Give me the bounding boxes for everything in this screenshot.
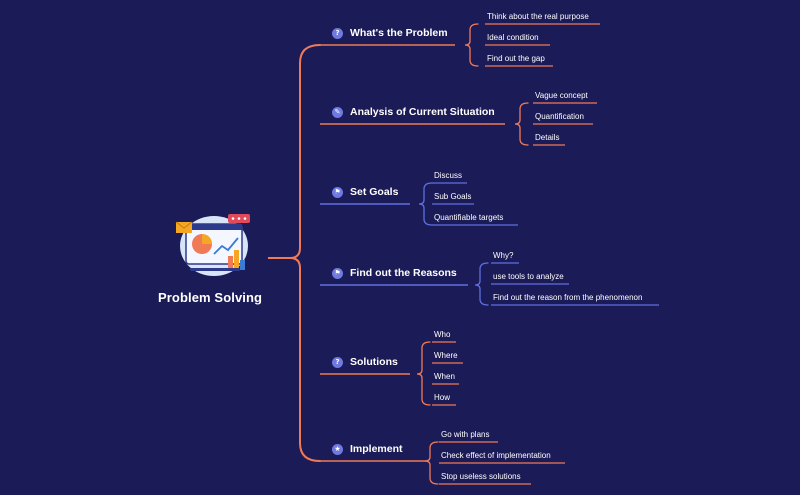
sub-brace bbox=[464, 23, 479, 67]
leaf-item[interactable]: How bbox=[434, 393, 451, 402]
sub-brace bbox=[418, 182, 433, 226]
leaf-item[interactable]: Think about the real purpose bbox=[487, 12, 589, 21]
branch-title[interactable]: What's the Problem bbox=[350, 27, 448, 39]
compass-icon: ✎ bbox=[332, 107, 343, 118]
leaf-item[interactable]: Discuss bbox=[434, 171, 463, 180]
flag-icon: ⚑ bbox=[332, 187, 343, 198]
leaf-item[interactable]: Details bbox=[535, 133, 560, 142]
leaf-item[interactable]: Who bbox=[434, 330, 451, 339]
branch-title[interactable]: Set Goals bbox=[350, 186, 399, 198]
question-icon: ? bbox=[332, 28, 343, 39]
leaf-item[interactable]: Stop useless solutions bbox=[441, 472, 521, 481]
leaf-item[interactable]: use tools to analyze bbox=[493, 272, 564, 281]
leaf-item[interactable]: Quantifiable targets bbox=[434, 213, 504, 222]
sub-brace bbox=[416, 341, 431, 406]
star-icon: ★ bbox=[332, 444, 343, 455]
sub-brace bbox=[424, 441, 439, 485]
branch-title[interactable]: Analysis of Current Situation bbox=[350, 106, 495, 118]
leaf-item[interactable]: Check effect of implementation bbox=[441, 451, 551, 460]
leaf-item[interactable]: Go with plans bbox=[441, 430, 490, 439]
leaf-item[interactable]: Find out the gap bbox=[487, 54, 545, 63]
leaf-item[interactable]: When bbox=[434, 372, 455, 381]
sub-brace bbox=[474, 262, 489, 306]
root-title: Problem Solving bbox=[158, 290, 263, 305]
leaf-item[interactable]: Where bbox=[434, 351, 458, 360]
leaf-item[interactable]: Ideal condition bbox=[487, 33, 539, 42]
leaf-item[interactable]: Sub Goals bbox=[434, 192, 472, 201]
main-brace bbox=[289, 44, 321, 462]
branch-title[interactable]: Implement bbox=[350, 443, 403, 455]
branch-title[interactable]: Solutions bbox=[350, 356, 398, 368]
branch-title[interactable]: Find out the Reasons bbox=[350, 267, 457, 279]
question-icon: ? bbox=[332, 357, 343, 368]
flag-icon: ⚑ bbox=[332, 268, 343, 279]
leaf-item[interactable]: Find out the reason from the phenomenon bbox=[493, 293, 643, 302]
sub-brace bbox=[514, 102, 529, 146]
leaf-item[interactable]: Why? bbox=[493, 251, 514, 260]
leaf-item[interactable]: Quantification bbox=[535, 112, 584, 121]
presentation-chart-icon bbox=[172, 210, 254, 280]
leaf-item[interactable]: Vague concept bbox=[535, 91, 588, 100]
